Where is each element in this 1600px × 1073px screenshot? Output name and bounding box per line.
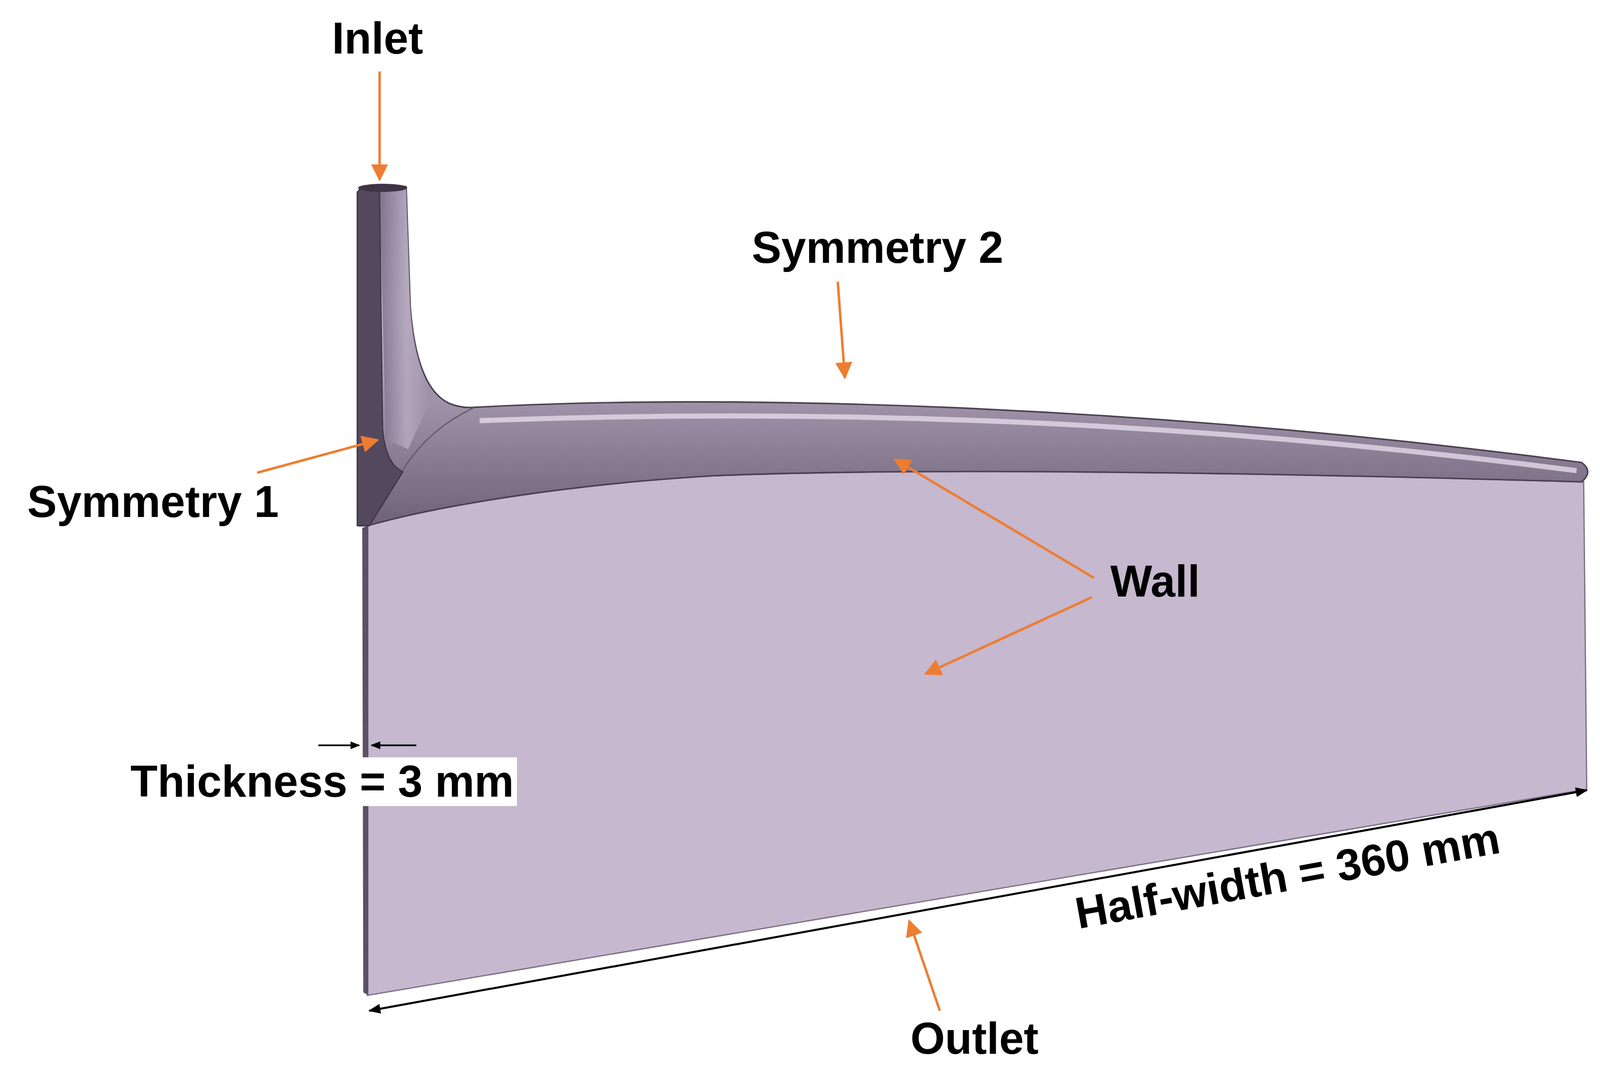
leader-lines <box>257 71 1094 1011</box>
dimension-label: Thickness = 3 mm <box>127 757 517 806</box>
width-dimension <box>369 790 1587 1011</box>
symmetry-label: Symmetry 2 <box>751 223 1004 273</box>
thickness-arrow <box>371 744 417 746</box>
wall-label: Wall <box>1110 557 1201 607</box>
inlet-label: Inlet <box>331 14 423 64</box>
manifold-pipe <box>359 184 1588 526</box>
fillet-line <box>403 407 475 470</box>
symmetry-label: Symmetry 1 <box>27 477 280 527</box>
pipe-highlight <box>479 416 1577 471</box>
outlet-label: Outlet <box>910 1014 1039 1064</box>
inlet-cap <box>358 183 408 192</box>
thickness-arrow <box>318 744 360 746</box>
symmetry-face <box>357 187 404 526</box>
inlet-tube <box>379 186 434 450</box>
slot-face <box>367 471 1587 996</box>
